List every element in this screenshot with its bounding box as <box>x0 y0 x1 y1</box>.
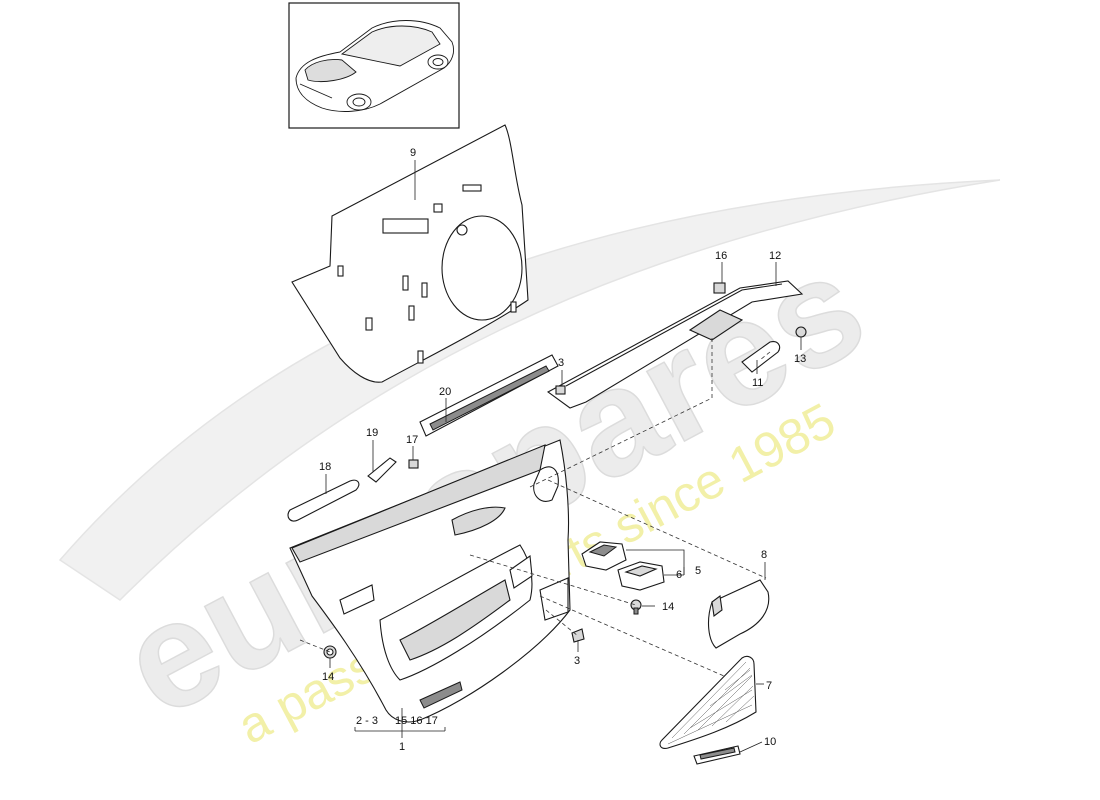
callout-3-lower: 3 <box>574 655 580 667</box>
callout-16: 16 <box>715 250 727 262</box>
part-13-screw <box>795 326 807 338</box>
part-14-screw-left <box>323 645 337 659</box>
part-19-handle-piece <box>367 457 397 483</box>
callout-10: 10 <box>764 736 776 748</box>
callout-11: 11 <box>752 377 763 389</box>
callout-17: 17 <box>406 434 418 446</box>
part-3-clip-upper <box>555 385 566 395</box>
part-12-window-trim <box>546 280 804 409</box>
part-20-grille-strip <box>419 354 559 437</box>
callout-5: 5 <box>695 565 701 577</box>
part-17-clip <box>408 459 419 469</box>
leader-lines <box>325 160 802 753</box>
part-18-trim-strip <box>287 479 360 522</box>
part-9-insulation-panel <box>291 124 529 383</box>
assembly-label-left: 2 - 3 <box>356 715 378 727</box>
callout-7: 7 <box>766 680 772 692</box>
callout-19: 19 <box>366 427 378 439</box>
part-1-door-panel <box>289 439 571 723</box>
callout-13: 13 <box>794 353 806 365</box>
part-6-vent-insert <box>617 561 665 591</box>
assembly-label-total: 1 <box>399 741 405 753</box>
guide-lines <box>299 338 771 677</box>
assembly-label-right: 15 16 17 <box>395 715 438 727</box>
callout-3-upper: 3 <box>558 357 564 369</box>
part-3-clip-lower <box>571 628 585 643</box>
callout-14-right: 14 <box>662 601 674 613</box>
callout-18: 18 <box>319 461 331 473</box>
watermark-swoosh <box>58 179 1001 601</box>
part-5-vent-assembly <box>581 541 627 571</box>
part-14-screw-right <box>630 599 642 615</box>
part-8-cover <box>707 579 770 649</box>
callout-8: 8 <box>761 549 767 561</box>
part-7-speaker-grille <box>659 655 757 749</box>
callout-labels: 9 16 12 13 11 3 20 17 19 18 8 5 6 14 3 1… <box>319 147 806 753</box>
car-illustration <box>295 20 455 112</box>
part-11-end-cap <box>741 341 781 373</box>
callout-14-left: 14 <box>322 671 334 683</box>
part-16-clip <box>713 282 726 294</box>
vehicle-inset <box>288 2 460 129</box>
part-10-badge <box>693 745 741 765</box>
callout-20: 20 <box>439 386 451 398</box>
callout-6: 6 <box>676 569 682 581</box>
callout-12: 12 <box>769 250 781 262</box>
callout-9: 9 <box>410 147 416 159</box>
